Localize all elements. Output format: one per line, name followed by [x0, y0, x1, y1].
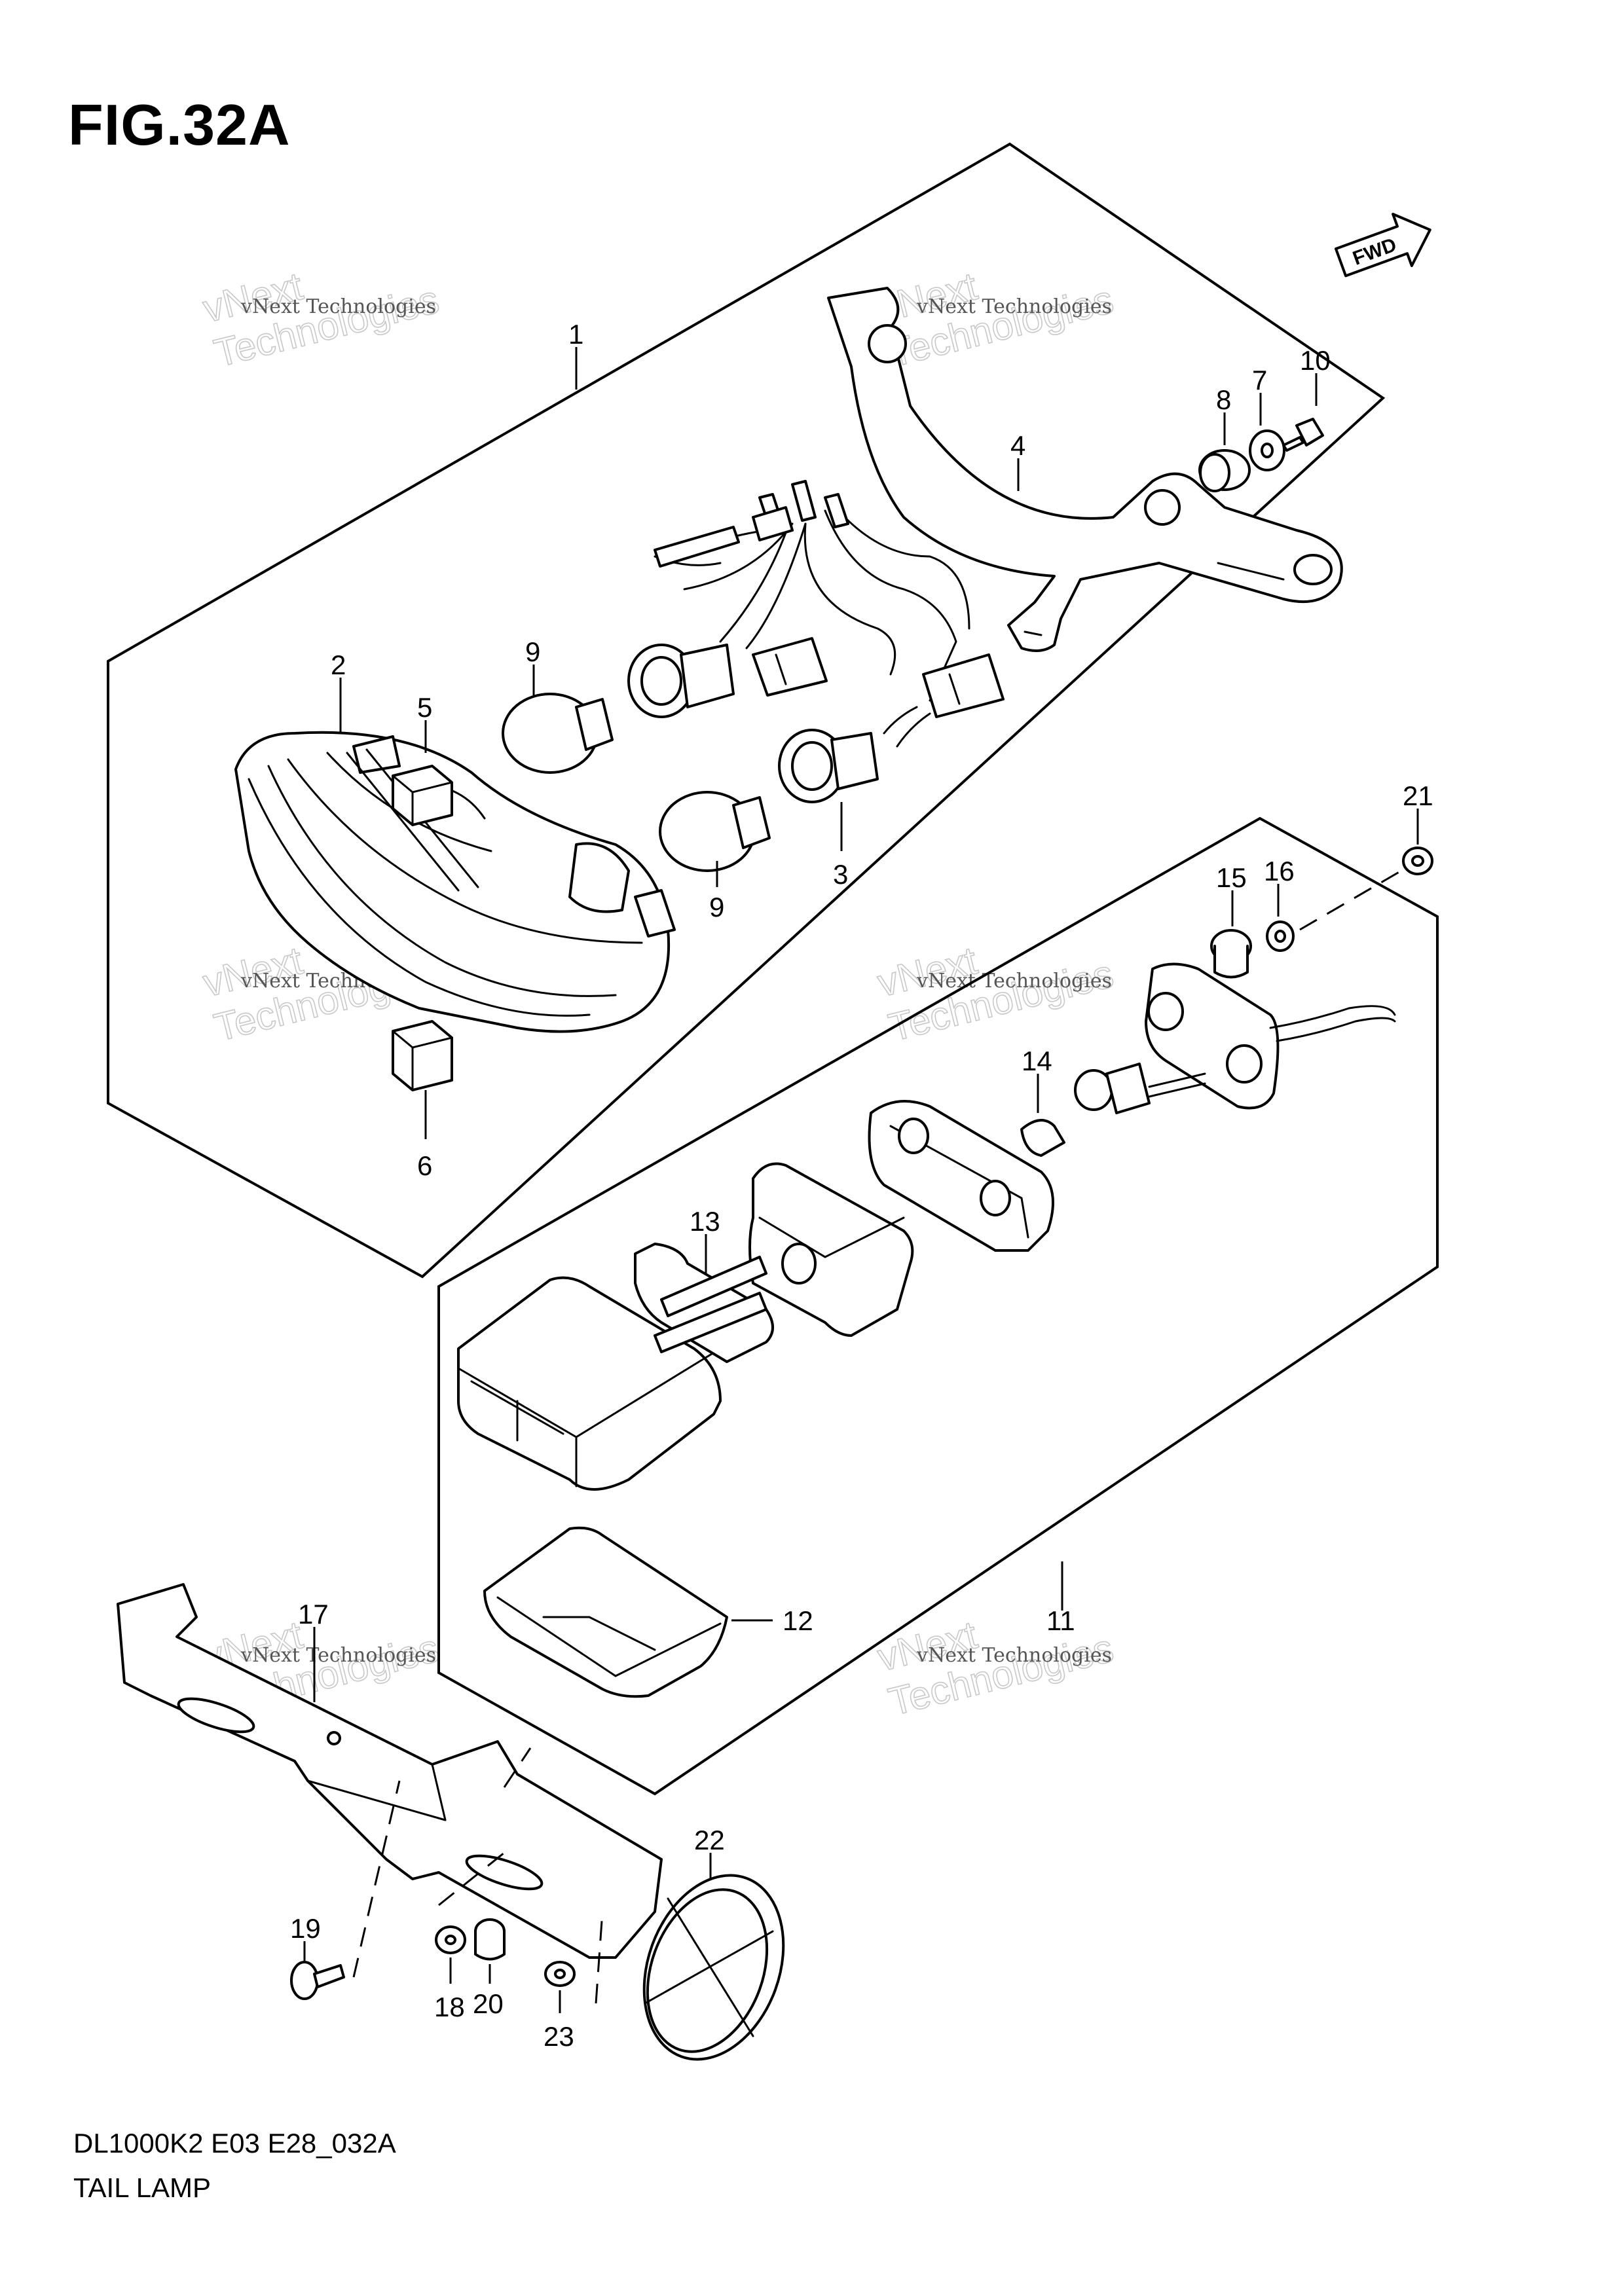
callout-9: 9 [525, 636, 540, 667]
fwd-arrow-icon: FWD [1335, 213, 1431, 278]
callout-21: 21 [1403, 780, 1433, 811]
assembly-box-11 [437, 816, 1439, 1796]
part-reflector-6 [392, 1020, 453, 1091]
callout-13: 13 [690, 1206, 720, 1237]
watermark-text: vNext Technologies [916, 1644, 1112, 1667]
part-bulb-9-upper [502, 693, 614, 774]
watermark-text: vNext Technologies [916, 295, 1112, 318]
part-grommet-15 [1210, 929, 1252, 979]
callout-23: 23 [544, 2021, 574, 2052]
callout-3: 3 [833, 859, 848, 890]
callout-8: 8 [1216, 384, 1231, 415]
alignment-line [595, 1911, 604, 2004]
part-tail-lamp-housing-2 [234, 731, 676, 1033]
part-screw-10 [1282, 418, 1324, 452]
part-reflector-22 [642, 1874, 785, 2061]
part-lamp-bezel [868, 1100, 1054, 1252]
part-bulb-9-lower [659, 791, 771, 872]
callout-14: 14 [1022, 1046, 1052, 1076]
part-lamp-case [654, 1162, 914, 1353]
watermark-text: vNext Technologies [916, 970, 1112, 993]
part-lens-cover-12 [483, 1526, 728, 1698]
part-bolt-19 [290, 1961, 345, 2000]
part-collar-20 [474, 1918, 506, 1961]
alignment-line [352, 1780, 401, 1978]
part-washer-16 [1266, 920, 1295, 952]
alignment-line [503, 1747, 532, 1788]
alignment-line [1299, 869, 1402, 931]
callout-9: 9 [709, 892, 724, 922]
part-bushing-8 [1198, 449, 1251, 492]
callout-18: 18 [434, 1992, 465, 2022]
part-washer-18 [435, 1925, 466, 1954]
callout-12: 12 [783, 1605, 813, 1636]
callout-7: 7 [1252, 365, 1267, 395]
part-socket-small [1074, 1063, 1206, 1114]
callout-19: 19 [290, 1913, 321, 1944]
callout-10: 10 [1300, 345, 1331, 376]
callout-1: 1 [568, 319, 583, 350]
callout-11: 11 [1046, 1605, 1075, 1636]
part-reflector-5 [392, 765, 453, 826]
callout-20: 20 [473, 1988, 504, 2019]
callout-15: 15 [1216, 862, 1247, 893]
part-bracket-4 [827, 287, 1343, 652]
figure-title: FIG.32A [68, 92, 291, 157]
part-nut-23 [544, 1961, 576, 1987]
callout-5: 5 [417, 692, 432, 723]
callout-4: 4 [1010, 430, 1025, 461]
callout-2: 2 [331, 649, 346, 680]
part-wiring-harness [627, 480, 1005, 803]
part-gasket-13 [634, 1243, 774, 1363]
diagram-name: TAIL LAMP [73, 2172, 212, 2203]
callout-16: 16 [1264, 856, 1295, 886]
part-washer-7 [1249, 429, 1285, 471]
part-bulb-14 [1020, 1119, 1065, 1157]
part-nut-21 [1402, 847, 1433, 875]
part-bulb-socket-holder [1145, 962, 1396, 1110]
part-license-lamp-lens-housing [457, 1276, 722, 1491]
assembly-box-1 [107, 142, 1386, 1279]
callout-17: 17 [298, 1599, 329, 1630]
callout-labels: 1 2 3 4 5 6 7 8 9 9 10 11 12 13 14 15 16… [290, 319, 1433, 2052]
watermark-text: vNext Technologies [240, 1644, 436, 1667]
watermark-text: vNext Technologies [240, 295, 436, 318]
leader-lines [303, 347, 1419, 2013]
callout-22: 22 [694, 1825, 725, 1855]
callout-6: 6 [417, 1150, 432, 1181]
model-code: DL1000K2 E03 E28_032A [73, 2128, 396, 2159]
alignment-line [438, 1851, 505, 1906]
part-bracket-17 [117, 1583, 663, 1959]
